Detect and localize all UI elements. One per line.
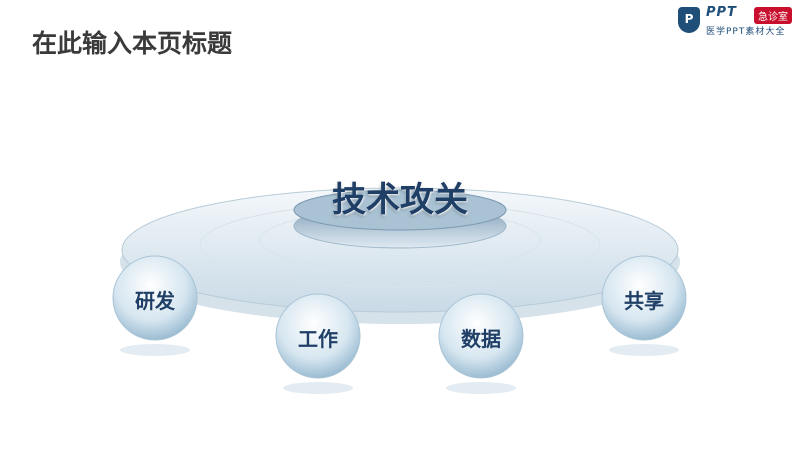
- page-title: 在此输入本页标题: [32, 29, 233, 58]
- logo-badge: 急诊室: [754, 7, 792, 24]
- center-label: 技术攻关: [332, 180, 468, 220]
- brand-logo: P PPT 急诊室 医学PPT素材大全: [678, 5, 796, 39]
- base-disk: [121, 187, 679, 313]
- logo-name: PPT: [706, 5, 737, 20]
- node-label: 工作: [298, 327, 338, 351]
- node-label: 共享: [624, 289, 664, 313]
- sphere: [438, 293, 524, 394]
- sphere: [601, 255, 687, 356]
- sphere: [275, 293, 361, 394]
- node-label: 研发: [135, 289, 175, 313]
- shield-icon: P: [678, 7, 700, 33]
- center-well-top: [293, 189, 507, 231]
- logo-subtitle: 医学PPT素材大全: [706, 27, 786, 37]
- sphere: [112, 255, 198, 356]
- node-label: 数据: [461, 327, 501, 351]
